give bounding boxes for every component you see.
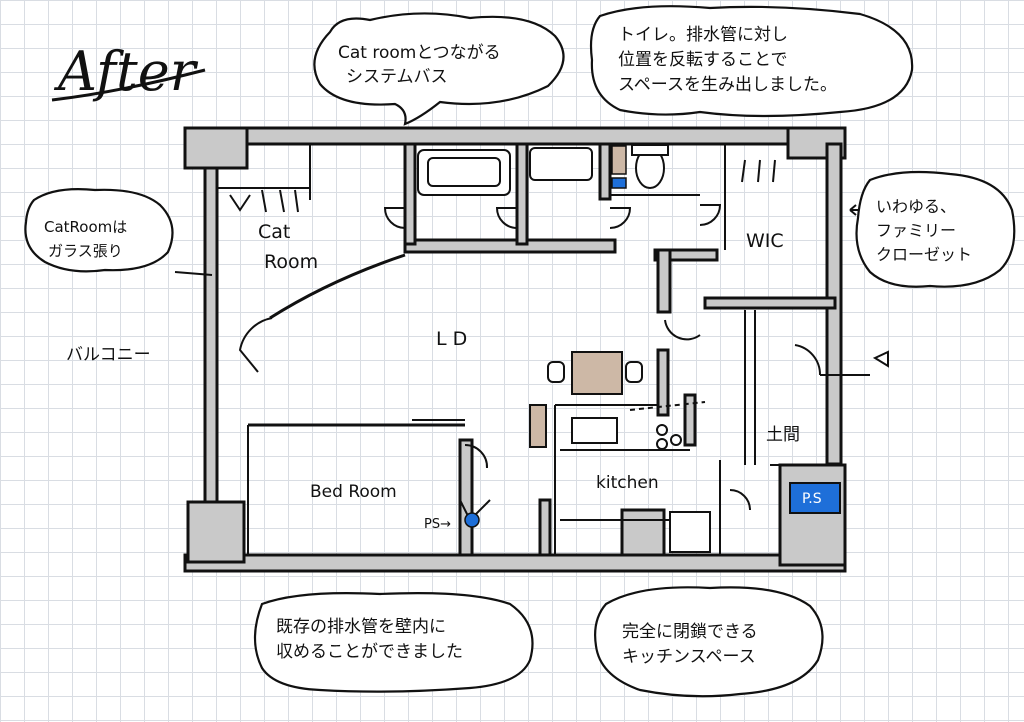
kitchen-label: kitchen bbox=[596, 473, 659, 493]
ps-box bbox=[789, 482, 841, 514]
wic-label: WIC bbox=[746, 230, 784, 252]
toilet-left-wall bbox=[598, 142, 612, 201]
entrance-arrow-icon bbox=[872, 350, 889, 368]
cat-room-label-1: Cat bbox=[258, 221, 290, 243]
top-wall bbox=[183, 126, 847, 146]
note-toilet: トイレ。排水管に対し 位置を反転することで スペースを生み出しました。 bbox=[589, 5, 914, 118]
bottom-wall bbox=[183, 553, 847, 573]
note-closet-line-1: いわゆる、 bbox=[876, 197, 956, 216]
note-closet-line-2: ファミリー bbox=[876, 221, 956, 240]
note-toilet-line-3: スペースを生み出しました。 bbox=[618, 75, 837, 95]
note-kitchen: 完全に閉鎖できる キッチンスペース bbox=[594, 586, 824, 698]
washbasin bbox=[529, 147, 593, 181]
bath-fixtures bbox=[417, 144, 669, 196]
note-bath: Cat roomとつながる システムバス bbox=[313, 12, 565, 126]
kitchen-left-stub bbox=[538, 498, 552, 557]
glass-partition-line bbox=[269, 253, 406, 320]
dining-set bbox=[529, 351, 711, 553]
kitchen-right-wall bbox=[656, 348, 670, 417]
ps-left-label: PS→ bbox=[424, 517, 451, 532]
bath-mid-wall bbox=[515, 142, 529, 246]
note-cat-line-2: ガラス張り bbox=[48, 242, 123, 260]
ld-label: L D bbox=[436, 328, 467, 350]
corner-top-left bbox=[183, 126, 249, 170]
partitions bbox=[217, 144, 840, 555]
toilet-drain-mark bbox=[611, 177, 627, 189]
ps-shaft-wall bbox=[778, 463, 847, 567]
dining-table bbox=[571, 351, 623, 395]
note-drain-line-1: 既存の排水管を壁内に bbox=[276, 617, 446, 637]
bedroom-label: Bed Room bbox=[310, 482, 397, 502]
doma-label: 土間 bbox=[766, 425, 800, 445]
room-labels: Cat Room WIC L D バルコニー 土間 Bed Room kitch… bbox=[66, 221, 822, 532]
bath-bottom-wall bbox=[403, 238, 617, 254]
ps-box-label: P.S bbox=[802, 491, 822, 507]
glass-pointer-line bbox=[174, 271, 213, 276]
ps-pipe-marker bbox=[464, 512, 480, 528]
bath-left-wall bbox=[403, 142, 417, 246]
note-kitchen-line-1: 完全に閉鎖できる bbox=[622, 622, 758, 642]
interior-walls bbox=[403, 142, 837, 557]
balcony-label: バルコニー bbox=[66, 345, 151, 365]
note-cat-line-1: CatRoomは bbox=[44, 218, 127, 236]
title-group: After bbox=[51, 40, 206, 103]
wic-lower-wall bbox=[653, 248, 719, 262]
note-drain-line-2: 収めることができました bbox=[276, 642, 463, 662]
outer-walls bbox=[183, 126, 847, 573]
note-kitchen-line-2: キッチンスペース bbox=[622, 647, 756, 667]
page-title: After bbox=[53, 40, 199, 103]
kitchen-column bbox=[620, 508, 666, 557]
note-closet-line-3: クローゼット bbox=[876, 245, 972, 264]
note-family-closet: いわゆる、 ファミリー クローゼット bbox=[855, 170, 1016, 288]
cat-room-label-2: Room bbox=[264, 251, 318, 273]
note-bath-line-2: システムバス bbox=[346, 67, 448, 87]
corner-bottom-left bbox=[186, 500, 246, 564]
bedroom-right-wall bbox=[458, 438, 474, 557]
wic-left-wall bbox=[656, 248, 672, 314]
note-toilet-line-1: トイレ。排水管に対し bbox=[618, 25, 788, 45]
kitchen-right-wall-2 bbox=[683, 393, 697, 447]
note-toilet-line-2: 位置を反転することで bbox=[618, 50, 788, 70]
note-drain: 既存の排水管を壁内に 収めることができました bbox=[253, 592, 534, 693]
note-cat-glass: CatRoomは ガラス張り bbox=[24, 188, 174, 273]
note-bath-line-1: Cat roomとつながる bbox=[338, 43, 501, 63]
title-underline bbox=[51, 68, 206, 102]
wic-bottom-wall bbox=[703, 296, 837, 310]
